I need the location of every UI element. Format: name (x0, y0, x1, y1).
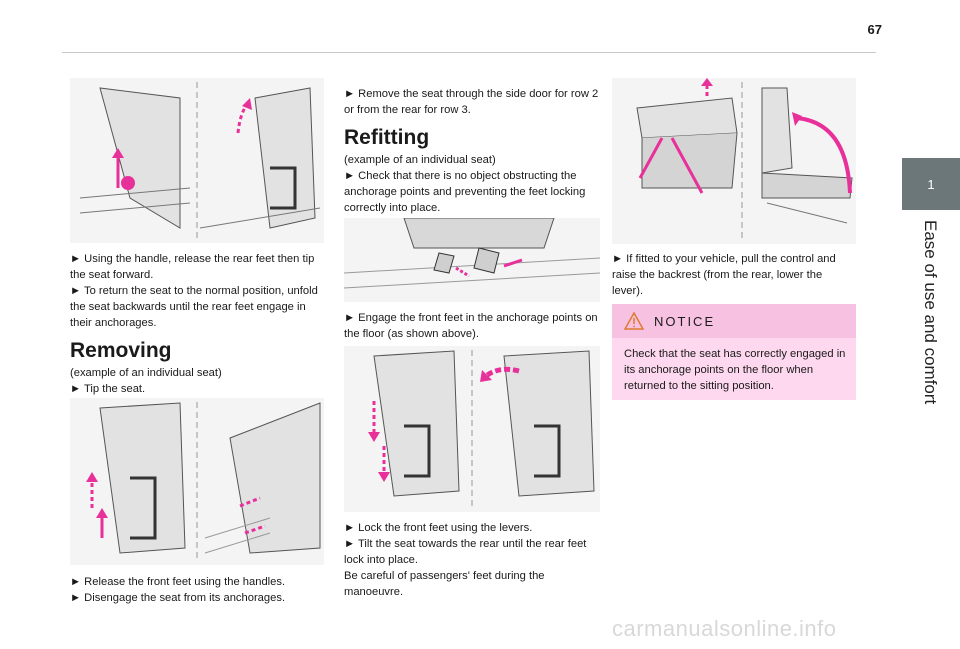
illustration-anchorage-points (344, 218, 600, 302)
example-note: (example of an individual seat) (344, 154, 496, 166)
illustration-lock-front-feet (344, 346, 600, 512)
caution-note: Be careful of passengers' feet during th… (344, 570, 545, 598)
instruction: ► Check that there is no object obstruct… (344, 170, 586, 214)
instruction: ► If fitted to your vehicle, pull the co… (612, 253, 836, 297)
col2-text4: ► Lock the front feet using the levers. … (344, 520, 600, 600)
page-number: 67 (867, 22, 882, 37)
notice-body: Check that the seat has correctly engage… (624, 348, 846, 392)
instruction: ► Engage the front feet in the anchorage… (344, 312, 598, 340)
notice-box: NOTICE Check that the seat has correctly… (612, 304, 856, 400)
col1-text2: (example of an individual seat) ► Tip th… (70, 365, 324, 397)
section-heading-removing: Removing (70, 339, 172, 362)
example-note: (example of an individual seat) (70, 367, 222, 379)
instruction: ► Release the front feet using the handl… (70, 576, 286, 588)
notice-header: NOTICE (612, 304, 856, 338)
header-rule (62, 52, 876, 53)
illustration-release-front-feet (70, 398, 324, 565)
chapter-title: Ease of use and comfort (921, 220, 940, 405)
illustration-tip-seat-forward (70, 78, 324, 243)
instruction: ► To return the seat to the normal posit… (70, 285, 318, 329)
notice-title: NOTICE (654, 313, 716, 329)
instruction: ► Using the handle, release the rear fee… (70, 253, 315, 281)
instruction: ► Remove the seat through the side door … (344, 88, 599, 116)
col3-text1: ► If fitted to your vehicle, pull the co… (612, 251, 856, 299)
warning-triangle-icon (624, 312, 644, 330)
col1-text3: ► Release the front feet using the handl… (70, 574, 324, 606)
col2-text3: ► Engage the front feet in the anchorage… (344, 310, 600, 342)
instruction: ► Tilt the seat towards the rear until t… (344, 538, 587, 566)
illustration-raise-backrest (612, 78, 856, 244)
chapter-tab-number: 1 (927, 176, 935, 192)
col1-text1: ► Using the handle, release the rear fee… (70, 251, 324, 331)
col2-text2: (example of an individual seat) ► Check … (344, 152, 600, 216)
instruction: ► Disengage the seat from its anchorages… (70, 592, 286, 604)
col2-text1: ► Remove the seat through the side door … (344, 86, 600, 118)
instruction: ► Lock the front feet using the levers. (344, 522, 533, 534)
section-heading-refitting: Refitting (344, 126, 430, 149)
chapter-tab[interactable]: 1 (902, 158, 960, 210)
instruction: ► Tip the seat. (70, 383, 146, 395)
watermark: carmanualsonline.info (612, 616, 837, 641)
